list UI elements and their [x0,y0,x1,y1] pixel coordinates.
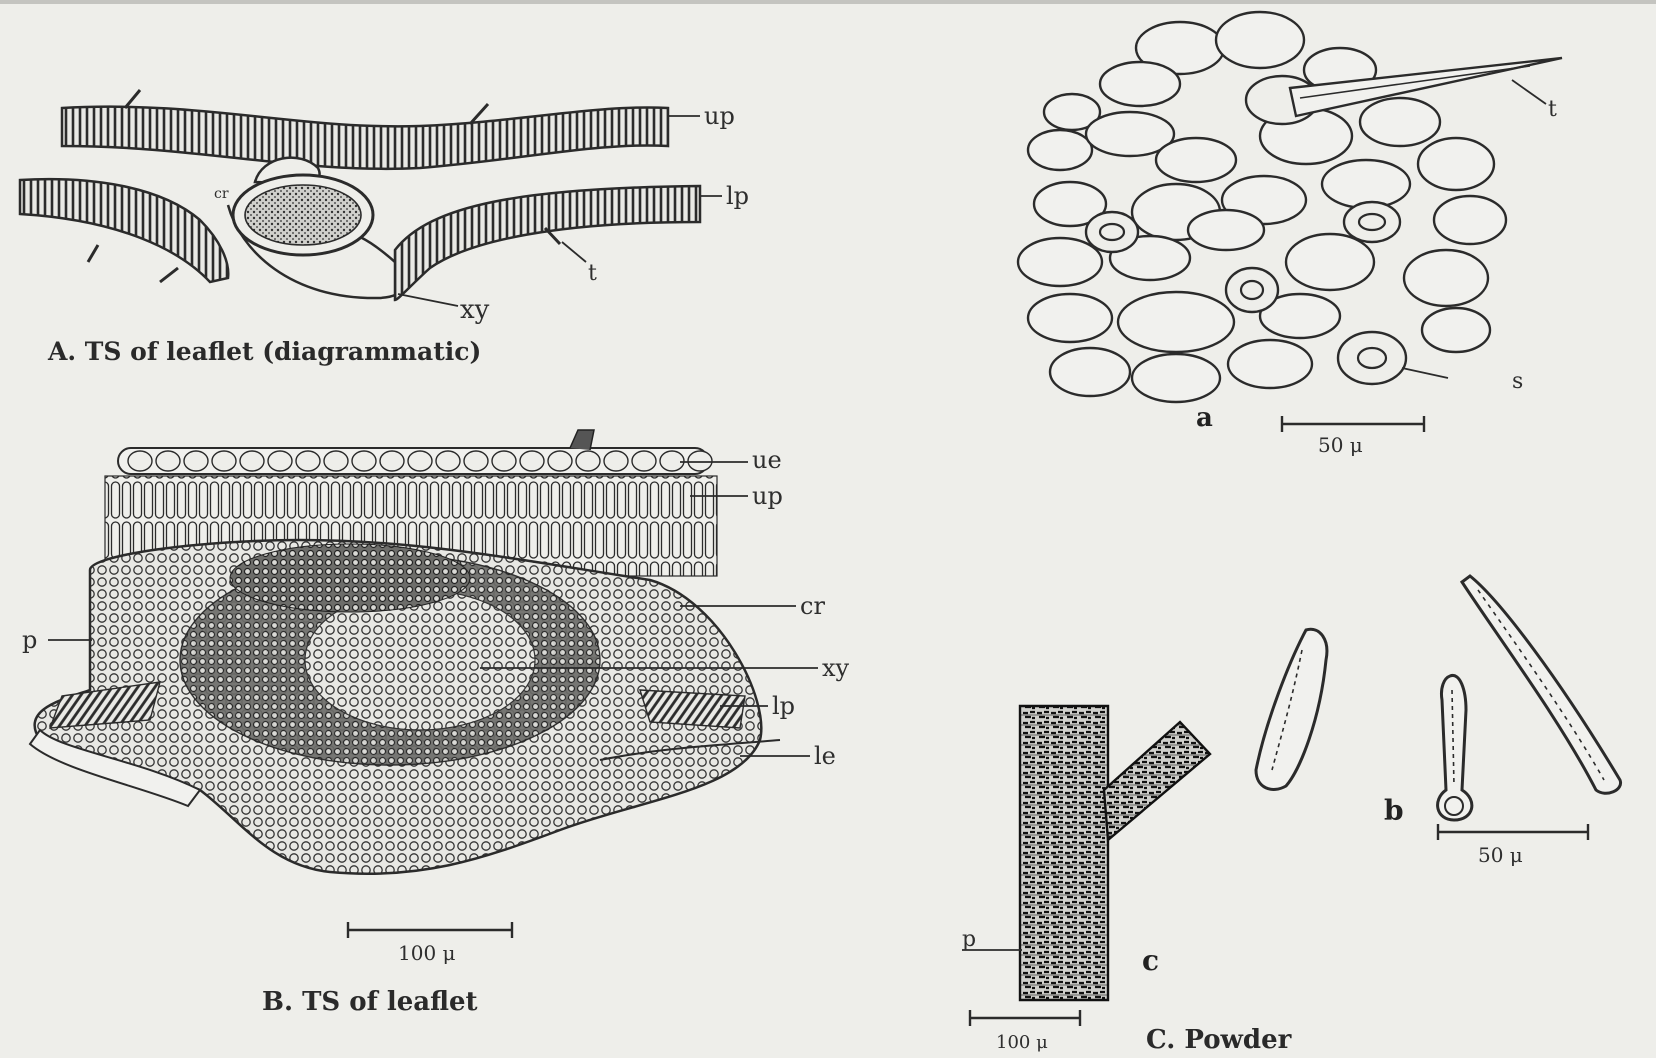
scale-label-c-a: 50 μ [1318,433,1363,457]
panel-c-trichomes: b 50 μ [1256,576,1621,867]
epidermal-cell [1434,196,1506,244]
scale-bar-c-b: 50 μ [1438,824,1588,867]
vessel-branch [1104,722,1210,840]
epidermis-cell [604,451,628,471]
trichome-b [570,430,594,450]
epidermal-cell [1018,238,1102,286]
panel-letter-a: a [1196,403,1213,433]
panel-letter-c: c [1142,944,1159,977]
epidermis-cell [660,451,684,471]
lower-palisade-right-b [640,690,745,728]
caption-b: B. TS of leaflet [262,987,478,1017]
stoma-3 [1226,268,1278,312]
lower-palisade-right [395,186,700,300]
epidermis-cell [492,451,516,471]
epidermal-cell [1028,130,1092,170]
epidermis-cell [296,451,320,471]
epidermis-cell [156,451,180,471]
lower-palisade-left [20,179,228,282]
panel-c-vessel: p c 100 μ C. Powder [962,706,1292,1055]
scale-label-c-c: 100 μ [996,1032,1048,1053]
epidermis-cell [436,451,460,471]
epidermis-cell [632,451,656,471]
label-b-le: le [814,742,836,770]
label-a-up: up [704,102,735,130]
trichome-short [1438,675,1472,820]
caption-c: C. Powder [1146,1025,1292,1055]
epidermal-cell [1216,12,1304,68]
epidermal-cell [1418,138,1494,190]
stoma-1 [1086,212,1138,252]
epidermal-cell [1028,294,1112,342]
epidermal-cell [1286,234,1374,290]
epidermis-cell [352,451,376,471]
trichome-a4 [160,268,178,282]
epidermal-cell [1050,348,1130,396]
epidermal-cell [1188,210,1264,250]
label-b-p: p [22,626,37,654]
epidermis-cell [128,451,152,471]
label-a-xy: xy [460,295,490,325]
vessel-main [1020,706,1108,1000]
epidermal-cell [1100,62,1180,106]
label-c-c-p: p [962,927,976,952]
scale-bar-c-a: 50 μ [1282,416,1424,457]
label-c-a-t: t [1548,97,1557,122]
panel-letter-b: b [1384,794,1404,827]
epidermis-cell [464,451,488,471]
panel-c-epidermis: t s a 50 μ [1018,12,1562,457]
panel-b-section: ue up cr p xy lp le 100 μ B. TS of leafl… [22,430,850,1017]
label-b-ue: ue [752,446,782,474]
epidermal-cell [1422,308,1490,352]
scale-bar-b: 100 μ [348,922,512,965]
upper-palisade-band [62,107,668,169]
label-b-cr: cr [800,592,825,620]
epidermis-cell [576,451,600,471]
label-b-lp: lp [772,692,795,720]
scale-label-c-b: 50 μ [1478,843,1523,867]
epidermis-cell [548,451,572,471]
trichome-medium [1256,629,1327,789]
upper-epidermis-cells [128,451,712,471]
label-a-lp: lp [726,182,749,210]
label-b-up: up [752,482,783,510]
epidermis-cell [520,451,544,471]
trichome-a3 [88,245,98,262]
crystal-layer [230,544,470,612]
epidermis-cell [268,451,292,471]
epidermal-cell [1360,98,1440,146]
stoma-4 [1338,332,1406,384]
trichome-a1 [125,90,140,108]
epidermis-cell [408,451,432,471]
scale-bar-c-c: 100 μ [970,1010,1080,1053]
label-c-a-s: s [1512,369,1523,394]
background-texture [0,0,1656,4]
scale-label-b: 100 μ [398,941,456,965]
epidermis-cell [688,451,712,471]
epidermal-cell [1322,160,1410,208]
epidermis-cell [184,451,208,471]
epidermal-cell [1156,138,1236,182]
epidermis-cell [380,451,404,471]
epidermal-cell [1404,250,1488,306]
label-a-cr: cr [214,186,229,202]
epidermal-cell [1132,354,1220,402]
label-b-xy: xy [822,654,850,682]
epidermis-cell [212,451,236,471]
caption-a: A. TS of leaflet (diagrammatic) [47,337,481,366]
panel-a-diagram: up lp t xy cr A. TS of leaflet (diagramm… [20,90,749,366]
epidermis-cell [324,451,348,471]
label-a-t: t [588,261,597,286]
epidermis-cell [240,451,264,471]
epidermal-cell [1228,340,1312,388]
stoma-2 [1344,202,1400,242]
epidermal-cell [1118,292,1234,352]
trichome-long [1462,576,1621,793]
epidermal-cells [1018,12,1506,402]
